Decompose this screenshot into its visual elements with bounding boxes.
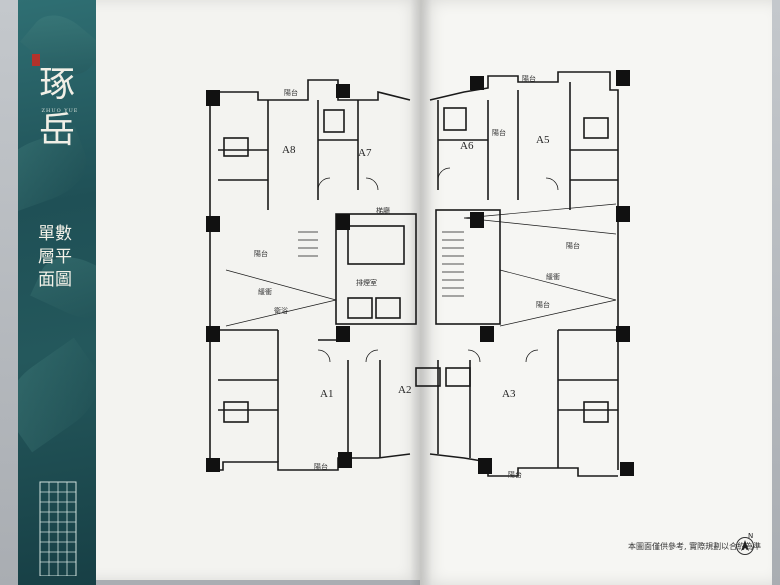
balcony-label: 陽台 bbox=[566, 241, 580, 250]
balcony-label: 陽台 bbox=[536, 300, 550, 309]
unit-label-a2: A2 bbox=[398, 384, 411, 396]
brand-subtitle: ZHUO YUE bbox=[41, 108, 79, 114]
balcony-label: 陽台 bbox=[314, 462, 328, 471]
brand-seal bbox=[32, 54, 40, 66]
spine-shadow bbox=[410, 0, 432, 585]
balcony-label: 陽台 bbox=[522, 74, 536, 83]
balcony-label: 陽台 bbox=[508, 470, 522, 479]
balcony-label: 陽台 bbox=[254, 249, 268, 258]
windbreak-label: 緩衝 bbox=[258, 287, 272, 296]
balcony-label: 陽台 bbox=[492, 128, 506, 137]
disclaimer-note: 本圖面僅供參考, 實際規劃以合約為準 bbox=[628, 542, 762, 551]
unit-label-a8: A8 bbox=[282, 144, 296, 156]
building-illustration bbox=[39, 481, 77, 576]
floor-plan: A1 A2 A3 A5 A6 A7 A8 陽台 陽台 陽台 陽台 陽台 陽台 陽… bbox=[206, 70, 634, 479]
brand-banner: 琢岳 ZHUO YUE 單數層平面圖 bbox=[18, 0, 96, 585]
brochure: 琢岳 ZHUO YUE 單數層平面圖 bbox=[18, 0, 772, 585]
north-label: N bbox=[748, 532, 754, 540]
right-page bbox=[420, 0, 772, 585]
smoke-room-label: 排煙室 bbox=[356, 278, 377, 287]
unit-label-a1: A1 bbox=[320, 388, 333, 400]
stair-hall-label: 梯廳 bbox=[376, 206, 390, 215]
north-arrow-icon bbox=[736, 537, 754, 555]
unit-label-a5: A5 bbox=[536, 134, 550, 146]
windbreak-label: 緩衝 bbox=[546, 272, 560, 281]
bathroom-label: 衛浴 bbox=[274, 306, 288, 315]
unit-label-a7: A7 bbox=[358, 147, 372, 159]
brand-title: 琢岳 bbox=[38, 64, 77, 151]
unit-label-a6: A6 bbox=[460, 140, 474, 152]
plan-title: 單數層平面圖 bbox=[38, 224, 72, 290]
balcony-label: 陽台 bbox=[284, 88, 298, 97]
unit-label-a3: A3 bbox=[502, 388, 516, 400]
